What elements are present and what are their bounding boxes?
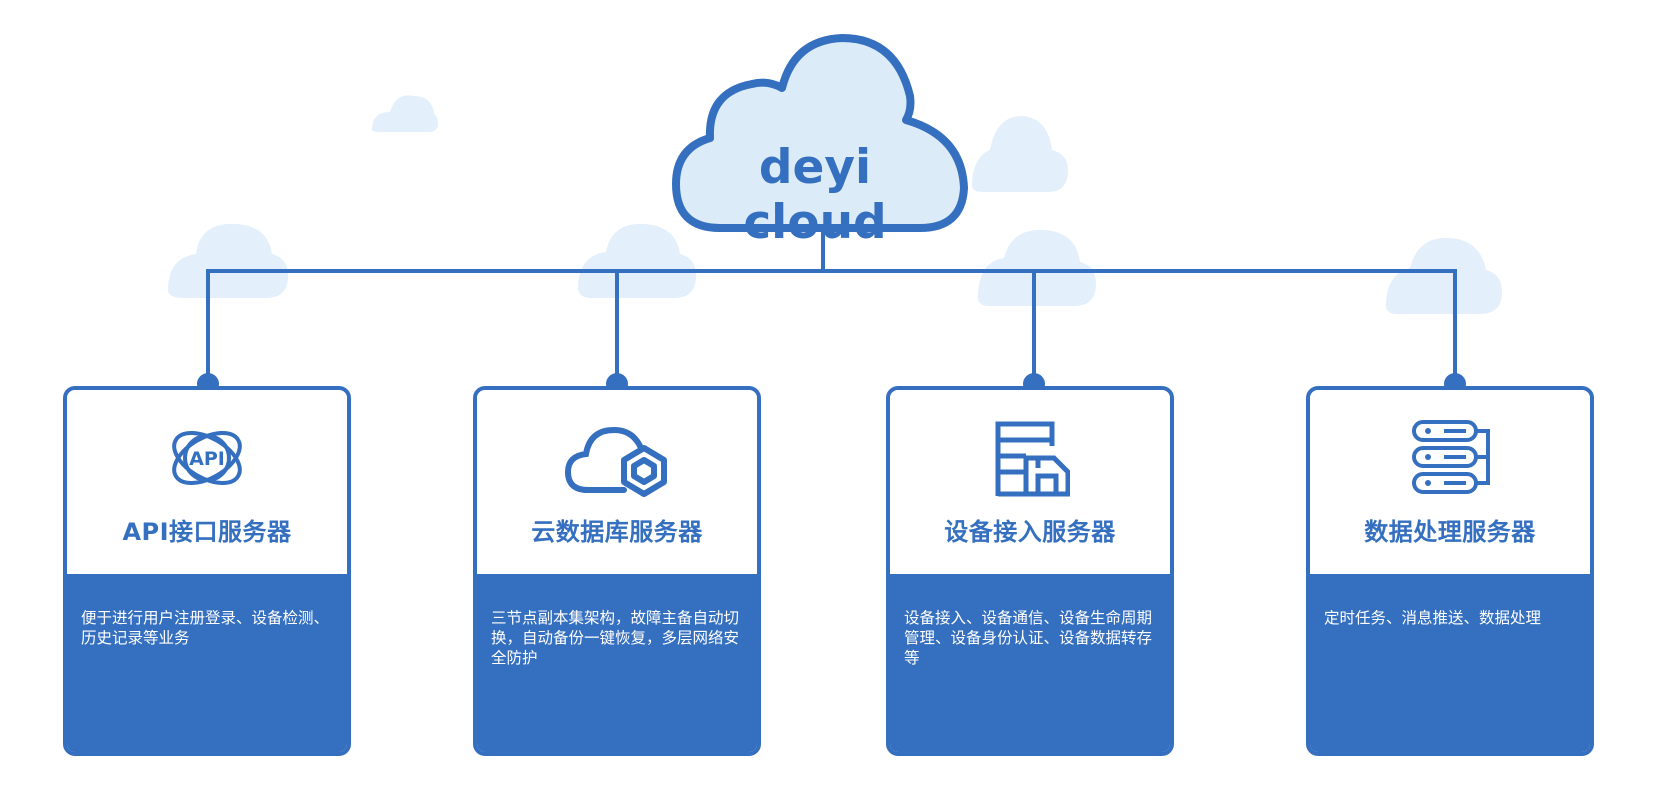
service-title: 云数据库服务器 <box>531 518 703 546</box>
cloud-database-icon <box>564 426 667 497</box>
bg-cloud-4 <box>972 116 1068 192</box>
service-card-device: 设备接入服务器 设备接入、设备通信、设备生命周期管理、设备身份认证、设备数据转存… <box>886 386 1174 756</box>
main-cloud-icon <box>672 34 968 232</box>
service-title: 数据处理服务器 <box>1364 518 1536 546</box>
svg-text:API: API <box>189 448 225 470</box>
service-card-database: 云数据库服务器 三节点副本集架构，故障主备自动切换，自动备份一键恢复，多层网络安… <box>473 386 761 756</box>
bg-cloud-5 <box>978 229 1096 306</box>
server-stack-icon <box>1412 420 1490 494</box>
bg-cloud-3 <box>578 223 696 298</box>
service-description: 定时任务、消息推送、数据处理 <box>1324 609 1542 627</box>
bg-cloud-2 <box>168 223 288 298</box>
service-description: 便于进行用户注册登录、设备检测、历史记录等业务 <box>81 609 330 647</box>
service-title: API接口服务器 <box>122 518 292 546</box>
service-description: 设备接入、设备通信、设备生命周期管理、设备身份认证、设备数据转存等 <box>904 609 1153 667</box>
brand-name: deyi cloud <box>743 140 887 250</box>
background-clouds <box>168 95 1502 314</box>
connector-dots <box>197 373 1466 395</box>
connector-lines <box>206 230 1457 383</box>
service-card-data-processing: 数据处理服务器 定时任务、消息推送、数据处理 <box>1306 386 1594 756</box>
api-icon: API <box>172 431 242 485</box>
device-storage-icon <box>995 421 1070 497</box>
bg-cloud-6 <box>1386 237 1502 314</box>
service-description: 三节点副本集架构，故障主备自动切换，自动备份一键恢复，多层网络安全防护 <box>491 609 740 667</box>
service-card-api: API API接口服务器 便于进行用户注册登录、设备检测、历史记录等业务 <box>63 386 351 756</box>
service-title: 设备接入服务器 <box>944 518 1116 546</box>
bg-cloud-1 <box>372 95 438 132</box>
